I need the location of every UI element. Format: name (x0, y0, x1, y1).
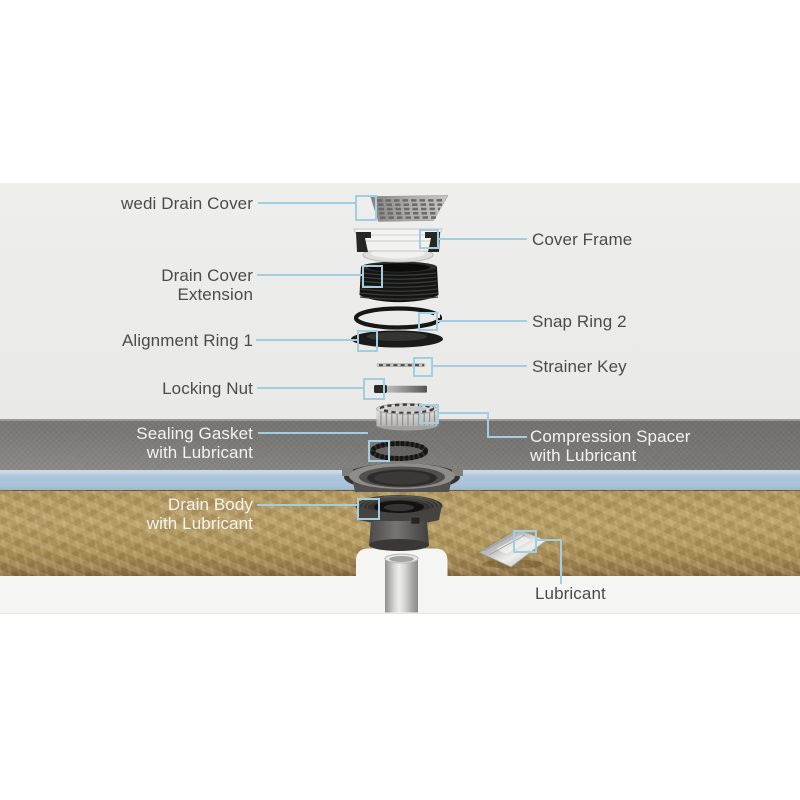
callout-box-drain-body (357, 498, 380, 520)
callout-line-compression-spacer-c (487, 436, 527, 438)
callout-box-snap-ring-2 (418, 312, 438, 331)
callout-line-drain-body (257, 504, 357, 506)
callout-box-alignment-ring-1 (357, 330, 378, 352)
drain-cover-grate (370, 195, 449, 222)
label-drain-cover: wedi Drain Cover (121, 194, 253, 213)
label-drain-cover-extension: Drain Cover Extension (161, 266, 253, 304)
embedded-flange (342, 463, 463, 492)
label-sealing-gasket: Sealing Gasket with Lubricant (136, 424, 253, 462)
callout-line-sealing-gasket (258, 432, 368, 434)
callout-line-lubricant-b (560, 539, 562, 584)
callout-box-cover-frame (419, 229, 439, 249)
callout-line-drain-cover-extension (257, 274, 362, 276)
callout-box-drain-cover-extension (362, 265, 383, 288)
callout-box-compression-spacer (419, 404, 439, 424)
callout-line-alignment-ring-1 (256, 339, 357, 341)
label-cover-frame: Cover Frame (532, 230, 633, 249)
callout-box-strainer-key (413, 357, 433, 377)
drain-body (355, 495, 443, 551)
callout-box-locking-nut (363, 378, 385, 400)
drain-cover-extension (359, 261, 439, 303)
label-strainer-key: Strainer Key (532, 357, 627, 376)
callout-box-sealing-gasket (368, 440, 390, 462)
label-drain-body: Drain Body with Lubricant (146, 495, 253, 533)
callout-line-cover-frame (439, 238, 527, 240)
sealing-gasket (370, 441, 428, 461)
callout-line-lubricant-a (537, 539, 562, 541)
label-snap-ring-2: Snap Ring 2 (532, 312, 627, 331)
alignment-ring-1 (351, 330, 443, 348)
label-locking-nut: Locking Nut (162, 379, 253, 398)
waste-pipe (384, 553, 419, 613)
callout-line-locking-nut (257, 387, 363, 389)
callout-line-compression-spacer-b (487, 412, 489, 438)
exploded-parts (342, 195, 548, 613)
label-lubricant: Lubricant (535, 584, 606, 603)
callout-line-snap-ring-2 (438, 320, 527, 322)
callout-line-drain-cover (258, 202, 355, 204)
callout-box-lubricant (513, 530, 537, 553)
label-alignment-ring-1: Alignment Ring 1 (121, 331, 253, 350)
callout-line-compression-spacer-a (439, 412, 489, 414)
callout-line-strainer-key (433, 365, 527, 367)
label-compression-spacer: Compression Spacer with Lubricant (530, 427, 691, 465)
compression-spacer (376, 403, 438, 431)
callout-box-drain-cover (355, 195, 377, 221)
